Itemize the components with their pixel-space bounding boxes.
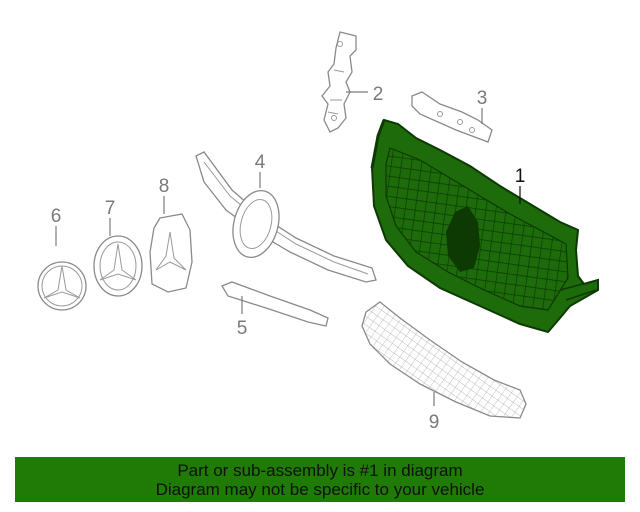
part-4-trim [195,151,377,283]
part-7-emblem [93,235,143,297]
callout-3: 3 [477,88,488,109]
part-8-emblem [149,213,193,293]
callout-9: 9 [429,412,440,433]
callout-6: 6 [51,206,62,227]
info-banner: Part or sub-assembly is #1 in diagram Di… [15,457,625,502]
part-1-grille [370,118,599,334]
callout-4: 4 [255,152,266,173]
parts-diagram: 1 2 3 4 5 6 7 8 9 [37,31,599,433]
part-3-bracket [411,91,493,143]
callout-8: 8 [159,176,170,197]
part-6-emblem [37,261,87,311]
part-9-lower-grille [361,301,527,419]
banner-line-1: Part or sub-assembly is #1 in diagram [177,460,463,480]
part-2-bracket [321,31,357,133]
callout-5: 5 [237,318,248,339]
callout-7: 7 [105,198,116,219]
callout-2: 2 [373,84,384,105]
banner-line-2: Diagram may not be specific to your vehi… [155,479,485,499]
callout-1: 1 [515,166,526,187]
part-5-strip [221,281,329,327]
